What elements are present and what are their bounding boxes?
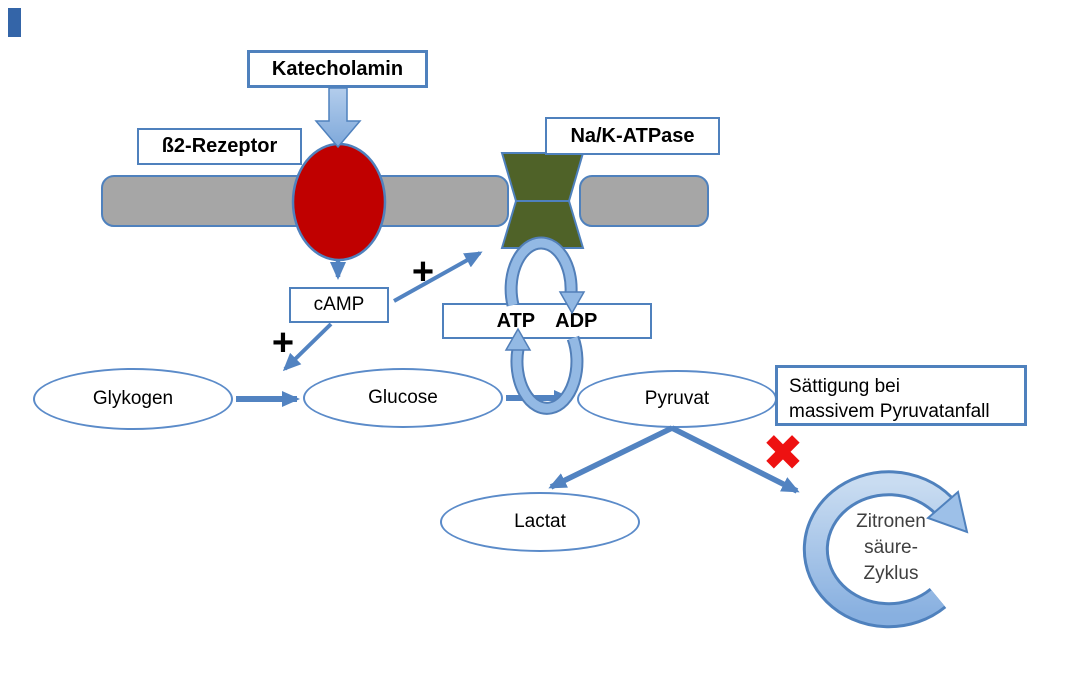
zyklus-ring-arrow (805, 473, 951, 626)
saturation-note-box: Sättigung bei massivem Pyruvatanfall (775, 365, 1027, 426)
katecholamin-down-arrow (314, 87, 362, 149)
plus-sign-atpase: + (411, 250, 435, 293)
node-glucose: Glucose (303, 368, 503, 428)
arrow-pyruvat-zyklus (670, 425, 800, 494)
camp-box: cAMP (289, 287, 389, 323)
arrow-camp-atpase (393, 251, 483, 303)
atp-cycle-lower-arc (512, 336, 582, 413)
b2-rezeptor-label-box: ß2-Rezeptor (137, 128, 302, 165)
arrow-camp-glykogenolyse (282, 322, 333, 372)
corner-mark (8, 8, 21, 37)
zyklus-line2: säure- (864, 537, 918, 558)
na-k-atpase-label-box: Na/K-ATPase (545, 117, 720, 155)
atp-label: ATP (496, 309, 536, 332)
katecholamin-box: Katecholamin (247, 50, 428, 88)
plus-sign-glykogenolyse: + (271, 321, 295, 364)
blocked-cross-icon: ✖ (762, 425, 804, 481)
zyklus-line3: Zyklus (863, 563, 919, 584)
atp-cycle-upper-arc (506, 238, 576, 307)
atp-adp-box: ATP ADP (442, 303, 652, 339)
arrow-pyruvat-lactat (548, 425, 674, 490)
zitronensaeure-zyklus-label: Zitronen säure- Zyklus (811, 509, 971, 587)
atp-cycle-upper-arrowhead (558, 291, 586, 315)
node-pyruvat: Pyruvat (577, 370, 777, 428)
saturation-line1: Sättigung bei (789, 376, 900, 397)
membrane-bar-right (579, 175, 709, 227)
node-glykogen: Glykogen (33, 368, 233, 430)
zyklus-line1: Zitronen (856, 511, 926, 532)
atp-cycle-lower-arrowhead (504, 327, 532, 351)
zyklus-ring-arrowhead (926, 490, 969, 534)
adp-label: ADP (555, 309, 598, 332)
saturation-line2: massivem Pyruvatanfall (789, 401, 990, 422)
node-lactat: Lactat (440, 492, 640, 552)
atpase-channel-lower (500, 200, 585, 249)
